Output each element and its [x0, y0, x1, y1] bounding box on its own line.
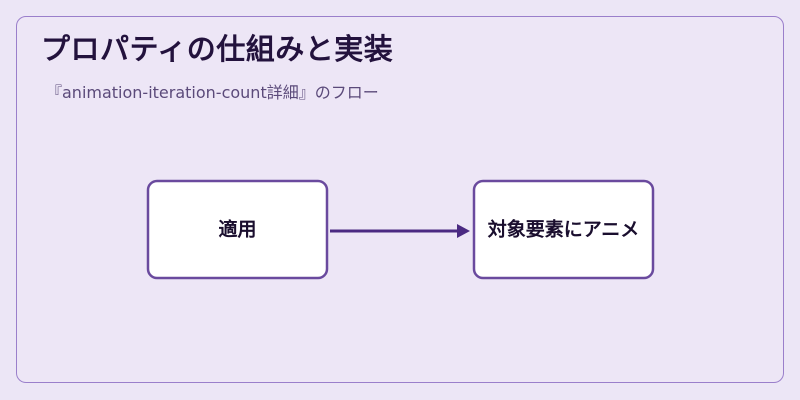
flow-node-apply: 適用: [146, 179, 329, 280]
flow-node-animate-box: [472, 179, 655, 280]
flow-edge-apply-to-animate: [330, 224, 470, 238]
page-title: プロパティの仕組みと実装: [41, 32, 394, 66]
flow-node-animate-label: 対象要素にアニメ: [487, 218, 640, 241]
diagram-frame: [16, 16, 784, 383]
flow-node-apply-label: 適用: [218, 218, 256, 241]
page-subtitle: 『animation-iteration-count詳細』のフロー: [46, 83, 379, 102]
flow-node-animate: 対象要素にアニメ: [472, 179, 655, 280]
arrow-head-icon: [457, 224, 470, 238]
flow-node-apply-box: [146, 179, 329, 280]
